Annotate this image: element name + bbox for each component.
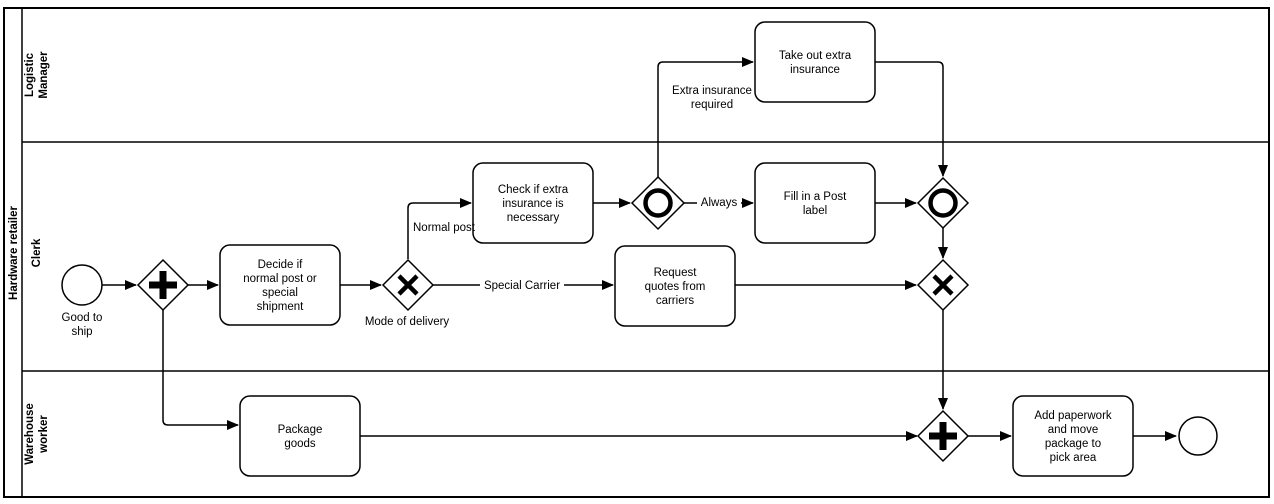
exclusive-gateway-icon bbox=[932, 274, 954, 296]
lane-label-clerk: Clerk bbox=[31, 238, 43, 267]
task-check-line3: necessary bbox=[507, 212, 560, 224]
flow-label-normal-post: Normal post bbox=[413, 222, 476, 234]
task-decide-line3: special bbox=[262, 287, 298, 299]
flow-label-extra-insurance-line2: required bbox=[691, 99, 733, 111]
task-fill-post-label[interactable]: Fill in a Post label bbox=[754, 162, 876, 244]
task-decide-line2: normal post or bbox=[243, 273, 317, 285]
task-request-line2: quotes from bbox=[645, 281, 706, 293]
task-check-line1: Check if extra bbox=[498, 184, 569, 196]
task-check-insurance-shape bbox=[472, 162, 594, 244]
task-decide-line4: shipment bbox=[257, 301, 304, 313]
task-decide-line1: Decide if bbox=[258, 259, 304, 271]
pool-label: Hardware retailer bbox=[8, 205, 20, 299]
task-package-line2: goods bbox=[284, 438, 316, 450]
parallel-gateway-icon bbox=[149, 271, 177, 299]
flow-label-special-carrier-bg bbox=[480, 278, 564, 292]
inclusive-gateway-split-diamond bbox=[630, 175, 686, 231]
parallel-gateway-split[interactable] bbox=[136, 258, 190, 312]
flow-extra-insurance-required bbox=[657, 57, 754, 177]
task-request-line3: carriers bbox=[656, 295, 695, 307]
task-decide-shipment[interactable]: Decide if normal post or special shipmen… bbox=[219, 244, 341, 326]
task-take-out-insurance[interactable]: Take out extra insurance bbox=[754, 21, 876, 103]
gateway-label-mode-of-delivery: Mode of delivery bbox=[365, 316, 450, 328]
flow-normal-post bbox=[407, 198, 472, 259]
task-add-line4: pick area bbox=[1050, 452, 1097, 464]
start-event-label-line2: ship bbox=[71, 326, 92, 338]
inclusive-gateway-icon bbox=[928, 188, 958, 218]
lane-label-logistic-manager-line2: Manager bbox=[38, 51, 50, 99]
lane-label-logistic-manager-line1: Logistic bbox=[24, 52, 36, 97]
task-add-line2: and move bbox=[1048, 424, 1099, 436]
exclusive-gateway-join[interactable] bbox=[916, 258, 970, 312]
task-fill-post-label-shape bbox=[754, 162, 876, 244]
flow-label-always-bg bbox=[697, 196, 741, 209]
flow-label-special-carrier: Special Carrier bbox=[484, 280, 560, 292]
flow-label-always: Always bbox=[701, 197, 738, 209]
exclusive-gateway-mode-of-delivery[interactable] bbox=[381, 258, 435, 312]
inclusive-gateway-join[interactable] bbox=[916, 176, 970, 230]
task-add-line3: package to bbox=[1045, 438, 1101, 450]
task-package-goods[interactable]: Package goods bbox=[239, 395, 361, 477]
inclusive-gateway-split[interactable] bbox=[630, 175, 686, 231]
start-event-circle bbox=[61, 264, 103, 306]
parallel-gateway-icon bbox=[929, 422, 957, 450]
task-take-line2: insurance bbox=[790, 64, 840, 76]
task-request-line1: Request bbox=[654, 267, 698, 279]
task-fill-line1: Fill in a Post bbox=[784, 191, 847, 203]
pool-hardware-retailer[interactable] bbox=[3, 7, 1270, 498]
task-add-line1: Add paperwork bbox=[1034, 410, 1112, 422]
task-check-line2: insurance is bbox=[502, 198, 564, 210]
inclusive-gateway-join-diamond bbox=[916, 176, 970, 230]
flow-take-insurance-to-inclusive-join bbox=[875, 61, 948, 177]
lane-label-warehouse-worker-line2: worker bbox=[38, 415, 50, 454]
parallel-gateway-join[interactable] bbox=[916, 409, 970, 463]
task-take-out-insurance-shape bbox=[754, 21, 876, 103]
task-add-paperwork[interactable]: Add paperwork and move package to pick a… bbox=[1012, 395, 1134, 477]
task-package-line1: Package bbox=[278, 424, 323, 436]
task-check-insurance[interactable]: Check if extra insurance is necessary bbox=[472, 162, 594, 244]
start-event-label-line1: Good to bbox=[62, 312, 103, 324]
end-event[interactable] bbox=[1178, 416, 1218, 456]
end-event-circle bbox=[1178, 416, 1218, 456]
inclusive-gateway-icon bbox=[643, 188, 673, 218]
flow-parallel-split-to-package bbox=[162, 310, 239, 430]
exclusive-gateway-icon bbox=[397, 274, 419, 296]
task-package-goods-shape bbox=[239, 395, 361, 477]
flow-label-extra-insurance-line1: Extra insurance bbox=[672, 85, 752, 97]
task-fill-line2: label bbox=[803, 205, 827, 217]
lane-label-warehouse-worker-line1: Warehouse bbox=[24, 403, 36, 465]
task-add-paperwork-shape bbox=[1012, 395, 1134, 477]
task-take-line1: Take out extra bbox=[779, 50, 852, 62]
task-decide-shipment-shape bbox=[219, 244, 341, 326]
task-request-quotes[interactable]: Request quotes from carriers bbox=[614, 245, 736, 327]
start-event[interactable]: Good to ship bbox=[61, 264, 103, 338]
task-request-quotes-shape bbox=[614, 245, 736, 327]
